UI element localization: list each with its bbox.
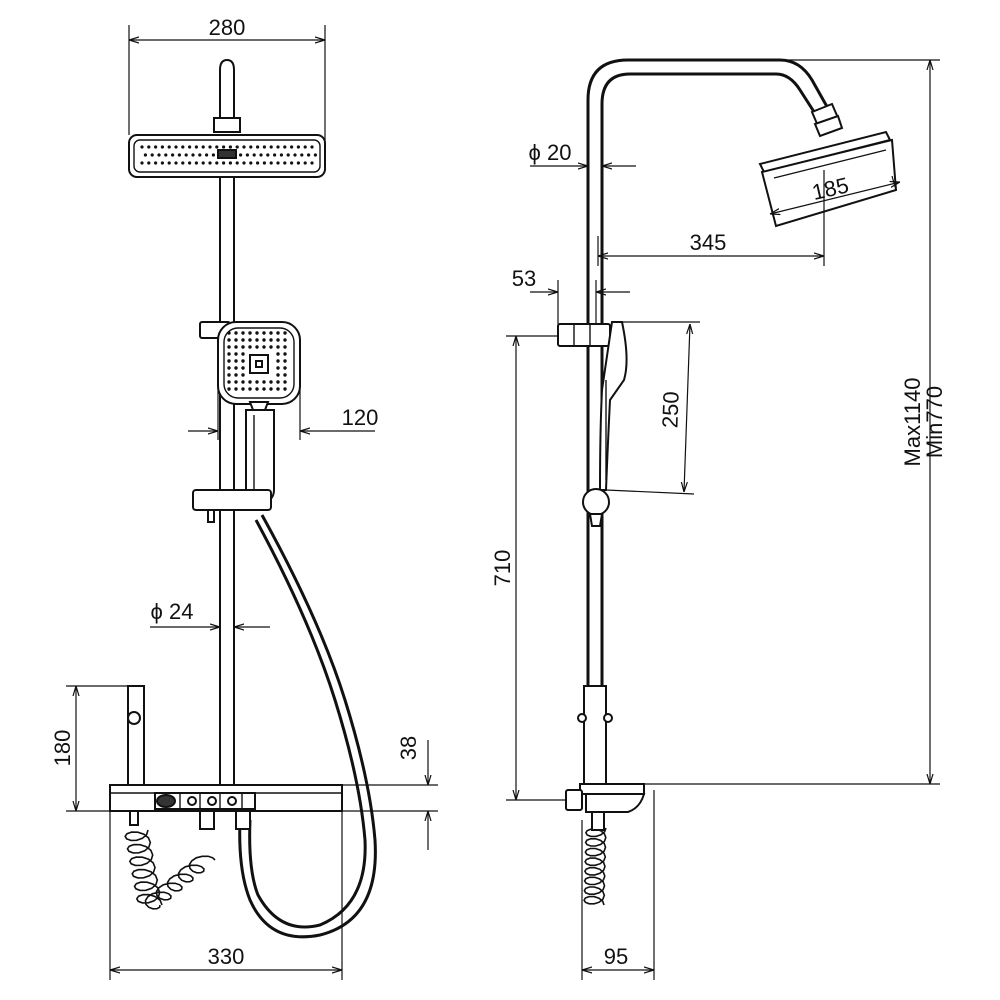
dim-head-width: 280	[209, 15, 246, 40]
dim-slider-width: 53	[512, 266, 536, 291]
riser-top-stub	[219, 58, 235, 121]
gooseneck-arm-inner	[600, 72, 820, 690]
side-slider-bracket	[557, 323, 611, 347]
dim-control-height: 180	[50, 730, 75, 767]
rain-shower-head	[128, 134, 326, 178]
control-column	[127, 685, 145, 787]
dim-shelf-thickness: 38	[396, 736, 421, 760]
dim-shelf-width: 330	[208, 944, 245, 969]
side-coiled-hose	[583, 827, 607, 906]
dim-shelf-depth: 95	[604, 944, 628, 969]
gooseneck-arm-outer	[586, 58, 832, 690]
side-hand-shower	[598, 321, 628, 491]
main-riser-pipe	[219, 176, 235, 791]
side-control-column	[583, 685, 607, 787]
lower-hand-shower-holder	[192, 489, 272, 523]
side-shelf	[565, 783, 646, 813]
dim-handshower-length: 250	[657, 391, 683, 429]
dim-slider-height: 710	[490, 550, 515, 587]
rain-head-nozzles	[140, 145, 317, 165]
inlet-connector-left	[199, 810, 215, 830]
dim-pipe-diameter-side: ϕ 20	[529, 140, 572, 165]
head-connector	[213, 117, 241, 133]
dim-head-reach: 345	[690, 230, 727, 255]
thermostatic-shelf	[109, 784, 343, 812]
side-dimensions: ϕ 20 185 345 53 250	[490, 59, 947, 980]
front-view: 280 120 ϕ 24 180 38	[50, 15, 438, 980]
side-view: ϕ 20 185 345 53 250	[490, 58, 947, 980]
front-dimensions: 280 120 ϕ 24 180 38	[50, 15, 438, 980]
side-lower-holder	[582, 488, 610, 516]
hand-shower-nozzles	[227, 331, 287, 391]
dim-total-height-min: Min770	[922, 386, 947, 458]
dim-pipe-diameter-front: ϕ 24	[151, 599, 194, 624]
dim-handshower-width: 120	[342, 405, 379, 430]
diverter-knob	[127, 711, 141, 725]
shower-hose	[238, 514, 377, 939]
dim-total-height-max: Max1140	[900, 378, 925, 467]
hand-shower	[217, 321, 301, 506]
coiled-hose	[124, 829, 216, 910]
inlet-connector-right	[235, 810, 251, 830]
